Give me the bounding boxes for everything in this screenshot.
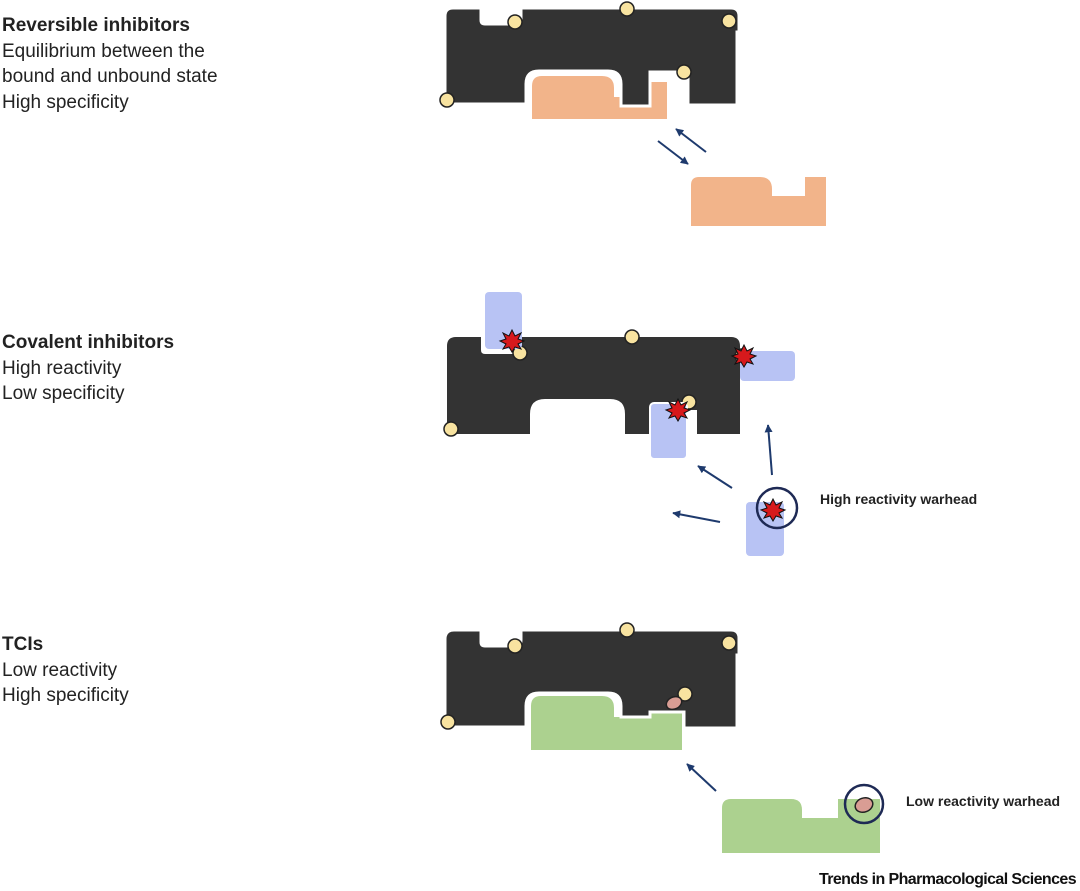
covalent-panel: High reactivity warhead <box>443 292 977 556</box>
tci-protein <box>443 628 741 730</box>
high-reactivity-warhead-icon <box>730 343 758 368</box>
residue-dot <box>439 92 455 108</box>
tci-line-2: High specificity <box>2 685 129 706</box>
tci-description: TCIs Low reactivity High specificity <box>2 632 129 709</box>
tci-panel: Low reactivity warhead <box>440 622 1060 853</box>
warhead-highlight-ring <box>843 783 885 825</box>
residue-dot <box>676 64 692 80</box>
reversible-line-3: High specificity <box>2 91 129 113</box>
covalent-heading: Covalent inhibitors <box>2 332 175 353</box>
reversible-protein <box>443 6 741 108</box>
warhead-highlight-ring <box>755 486 799 530</box>
high-reactivity-callout: High reactivity warhead <box>820 491 977 507</box>
residue-dot <box>721 13 737 29</box>
reversible-free-inhibitor <box>691 177 826 226</box>
reversible-heading: Reversible inhibitors <box>2 15 190 36</box>
low-reactivity-warhead-icon <box>854 796 874 814</box>
residue-dot <box>624 329 640 345</box>
covalent-protein <box>447 337 740 434</box>
binding-arrow <box>686 763 717 792</box>
equilibrium-arrow-bind <box>675 128 707 153</box>
binding-arrow <box>672 510 721 523</box>
reversible-description: Reversible inhibitors Equilibrium betwee… <box>2 13 218 115</box>
reversible-line-1: Equilibrium between the <box>2 40 205 62</box>
tci-heading: TCIs <box>2 634 44 655</box>
reversible-bound-inhibitor <box>532 76 667 119</box>
binding-arrow <box>697 465 733 489</box>
high-reactivity-warhead-icon <box>759 497 787 522</box>
residue-dot <box>721 635 737 651</box>
journal-credit: Trends in Pharmacological Sciences <box>818 871 1077 888</box>
residue-dot <box>507 638 523 654</box>
high-reactivity-warhead-icon <box>664 397 692 422</box>
residue-dot <box>507 14 523 30</box>
covalent-inhibitor-bound <box>740 351 795 381</box>
residue-dot <box>677 686 693 702</box>
binding-arrow <box>764 424 773 476</box>
low-reactivity-callout: Low reactivity warhead <box>906 793 1060 809</box>
equilibrium-arrow-unbind <box>657 140 689 165</box>
high-reactivity-warhead-icon <box>498 328 526 353</box>
covalent-line-1: High reactivity <box>2 357 122 379</box>
residue-dot <box>619 1 635 17</box>
reversible-line-2: bound and unbound state <box>2 66 218 87</box>
tci-line-1: Low reactivity <box>2 659 118 681</box>
covalent-line-2: Low specificity <box>2 383 125 404</box>
reversible-panel <box>439 1 826 226</box>
residue-dot <box>443 421 459 437</box>
covalent-description: Covalent inhibitors High reactivity Low … <box>2 330 174 407</box>
residue-dot <box>619 622 635 638</box>
residue-dot <box>440 714 456 730</box>
tci-free-inhibitor <box>722 799 880 853</box>
low-reactivity-warhead-icon <box>665 695 683 711</box>
